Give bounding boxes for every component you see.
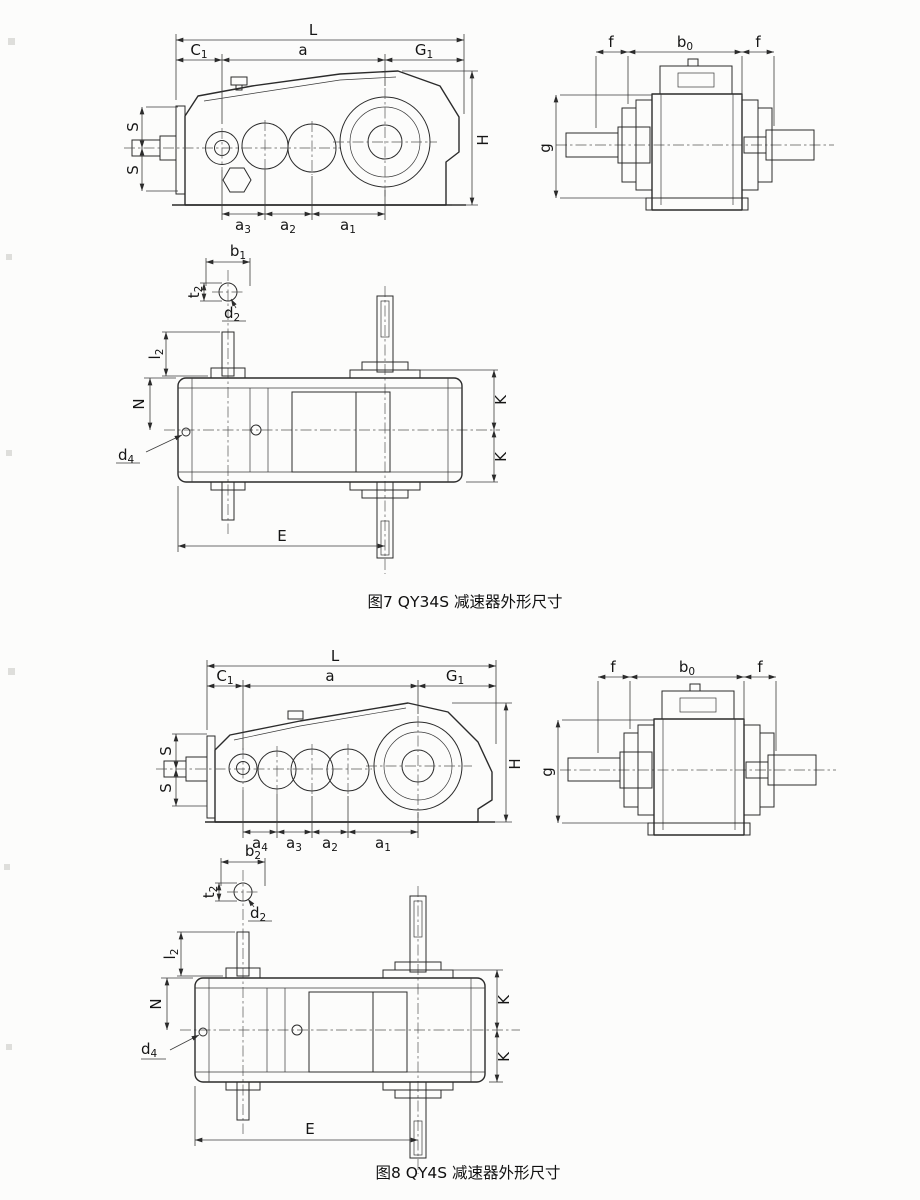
dim-label-N-fig8: N [147,998,165,1009]
fig8-mount-plate [206,735,216,819]
dim-label-G1-fig7: G1 [415,41,433,61]
fig8-end-housing [653,718,745,836]
dim-label-C1-fig7: C1 [190,41,207,61]
dim-label-a3-fig8: a3 [286,834,302,854]
dim-label-t2-fig8: t2 [200,886,220,899]
fig8-housing-outline [214,702,493,823]
dim-label-b0-fig8: b0 [679,658,695,678]
fig8-input-stub-top [236,931,250,977]
fig7-base-flange [645,197,749,211]
fig7-breather [230,76,248,86]
dim-label-f-right-fig7: f [755,33,761,51]
dim-label-S2-fig8: S [157,783,175,793]
dim-label-a2-fig7: a2 [280,216,296,236]
fig8-caption: 图8 QY4S 减速器外形尺寸 [375,1164,560,1182]
dim-label-S2-fig7: S [124,165,142,175]
dim-label-H-fig8: H [506,758,524,769]
dim-label-E-fig7: E [277,527,286,545]
fig8-plan-housing [194,977,486,1083]
dim-label-b0-fig7: b0 [677,33,693,53]
dim-label-l2-fig7: l2 [146,349,166,360]
fig7-end-housing [651,93,743,211]
fig7-side-dimensions [139,34,478,220]
dim-label-E-fig8: E [305,1120,314,1138]
dim-label-b1-fig7: b1 [230,242,246,262]
dim-label-a3-fig7: a3 [235,216,251,236]
dim-label-K2-fig7: K [492,451,510,462]
fig7-caption: 图7 QY34S 减速器外形尺寸 [368,593,563,611]
dim-label-l2-fig8: l2 [161,949,181,960]
fig7-input-stub-top [221,331,235,377]
dim-label-g-fig7: g [536,143,554,153]
fig8-end-dimensions [555,674,777,824]
dim-label-g-fig8: g [538,767,556,777]
fig7-inspection-cover [659,65,733,95]
fig8-plan-dimensions [141,858,503,1146]
fig8-inspection-cover [661,690,735,720]
dim-label-d4-fig8: d4 [141,1040,158,1060]
dim-label-S1-fig7: S [124,122,142,132]
dim-label-G1-fig8: G1 [446,667,464,687]
dim-label-H-fig7: H [474,134,492,145]
fig8-base-flange [647,822,751,836]
fig8-left-shaft-end [567,757,621,782]
fig7-plan-housing [177,377,463,483]
dim-label-f-left-fig8: f [610,658,616,676]
fig8-end-view: f b0 f g [538,658,836,836]
fig8-side-dimensions [172,660,512,838]
dim-label-K2-fig8: K [495,1051,513,1062]
fig7-end-view: f b0 f g [536,33,834,211]
dim-label-K1-fig8: K [495,994,513,1005]
dim-label-N-fig7: N [130,398,148,409]
dim-label-d4-fig7: d4 [118,446,135,466]
dim-label-a4-fig8: a4 [252,834,268,854]
dim-label-a1-fig7: a1 [340,216,356,236]
figure-8: L C1 a G1 H S S a4 a3 a2 a1 [141,647,836,1182]
fig7-plan-view: b1 t2 d2 l2 N d4 K K E [116,242,510,574]
dim-label-t2-fig7: t2 [185,286,205,299]
fig7-output-shaft-top [376,295,394,373]
fig7-plan-dimensions [116,258,498,552]
dim-label-a2-fig8: a2 [322,834,338,854]
dim-label-f-left-fig7: f [608,33,614,51]
dim-label-S1-fig8: S [157,746,175,756]
dim-label-a-fig7: a [298,41,307,59]
dim-label-b2-fig8: b2 [245,842,261,862]
fig7-side-view: L C1 a G1 H S S a3 a2 a1 [124,21,492,236]
fig8-plan-view: b2 t2 d2 l2 N d4 K K E [141,842,520,1174]
dim-label-f-right-fig8: f [757,658,763,676]
dim-label-K1-fig7: K [492,394,510,405]
fig7-housing-outline [184,70,460,206]
fig8-d4-hole [198,1027,208,1037]
dim-label-d2-fig7: d2 [224,304,240,324]
fig7-end-dimensions [553,49,775,199]
dim-label-d2-fig8: d2 [250,904,266,924]
fig7-drain-plug [222,167,252,193]
dim-label-C1-fig8: C1 [216,667,233,687]
dim-label-a-fig8: a [325,667,334,685]
dim-label-a1-fig8: a1 [375,834,391,854]
dim-label-L-fig8: L [331,647,340,665]
fig8-output-shaft-top [409,895,427,973]
dim-label-L-fig7: L [309,21,318,39]
figure-7: L C1 a G1 H S S a3 a2 a1 [116,21,834,611]
fig8-breather [287,710,304,720]
fig7-mount-plate [175,105,186,195]
scan-artifacts [4,38,15,1050]
fig7-d4-hole [181,427,191,437]
fig8-side-view: L C1 a G1 H S S a4 a3 a2 a1 [156,647,524,854]
